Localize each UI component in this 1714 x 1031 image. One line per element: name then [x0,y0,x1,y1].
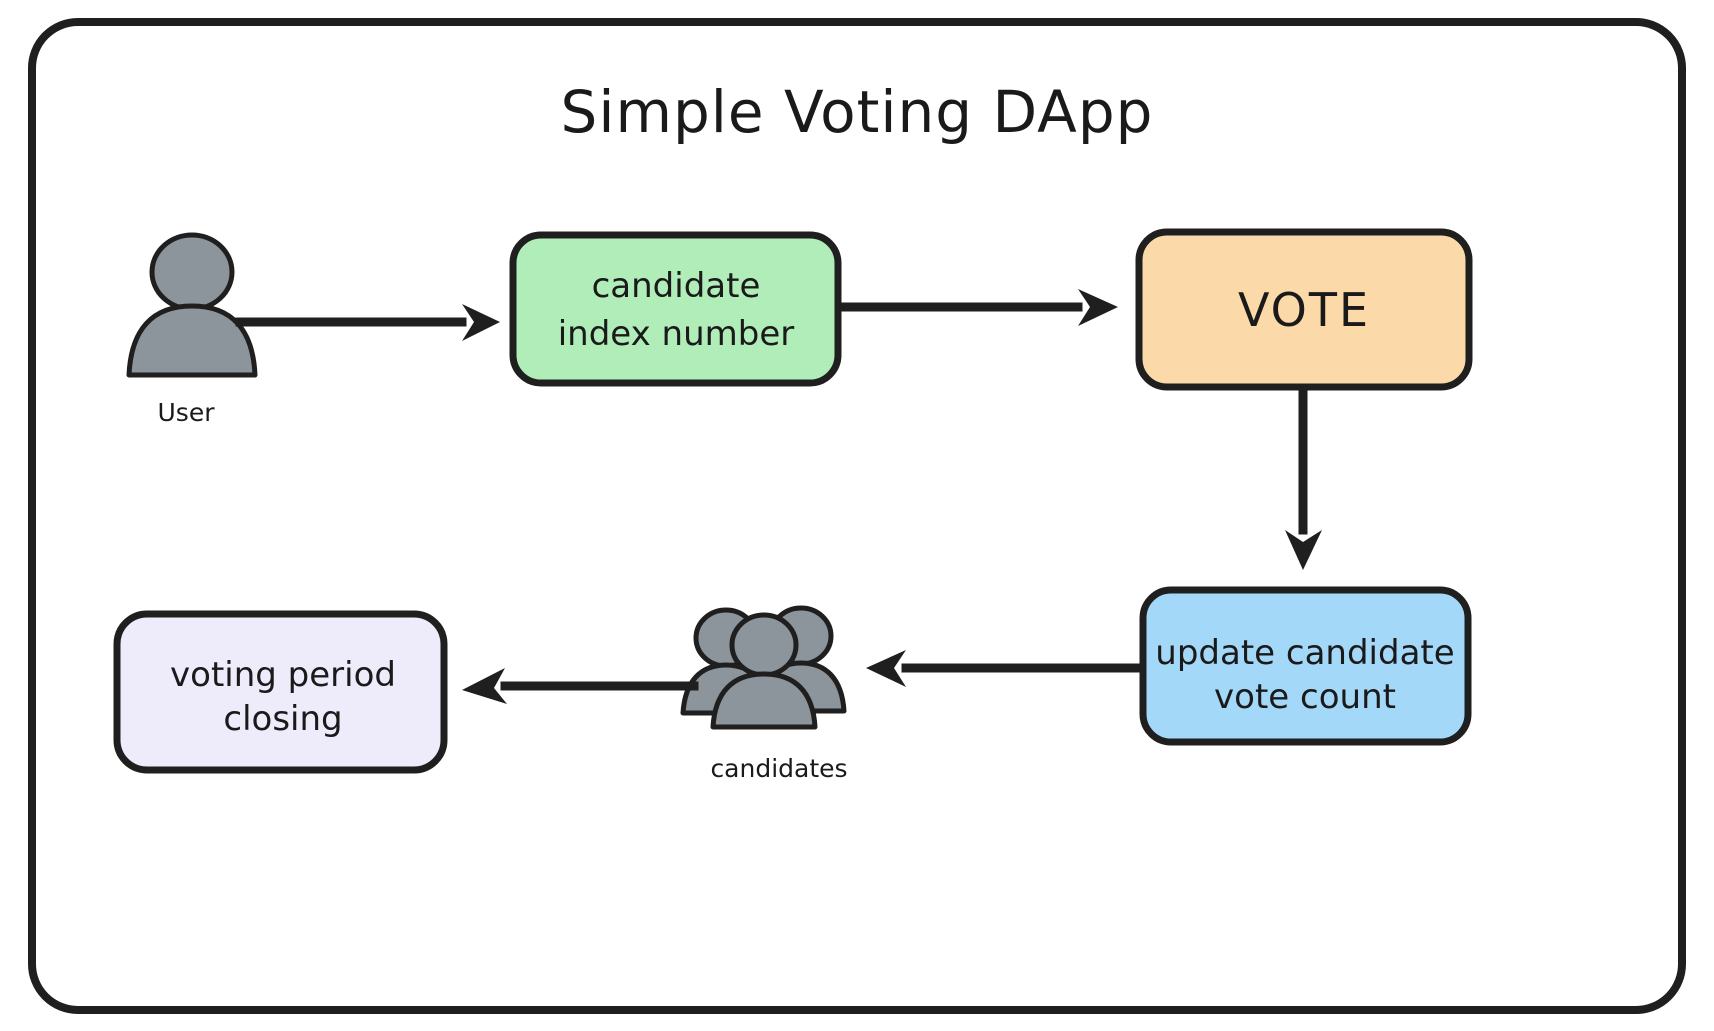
arrowhead-icon [866,650,906,687]
edge-candidates-to-voting-period-closing [462,668,699,704]
node-voting-period-closing-label-line1: voting period [170,655,396,695]
group-of-people-icon-head-center [729,612,799,678]
arrowhead-icon [1285,530,1322,570]
arrowhead-icon [462,668,507,704]
diagram-title: Simple Voting DApp [561,78,1154,146]
node-vote-box[interactable] [1135,228,1473,391]
node-voting-period-closing[interactable]: voting period closing [113,610,448,774]
node-candidate-index-box[interactable] [509,231,842,387]
arrowhead-icon [462,304,500,341]
user-icon-label: User [158,398,216,427]
node-candidate-index-label-line2: index number [558,314,795,354]
node-candidate-index-label-line1: candidate [592,266,761,306]
candidates-icon-label: candidates [710,754,847,783]
candidates-icon-group: candidates [680,605,848,783]
node-candidate-index[interactable]: candidate index number [509,231,842,387]
node-update-vote-count-label-line1: update candidate [1155,633,1454,673]
node-vote[interactable]: VOTE [1135,228,1473,391]
node-voting-period-closing-label-line2: closing [223,699,342,739]
group-of-people-icon-body-center [710,671,818,730]
node-update-vote-count-label-line2: vote count [1214,677,1396,717]
node-update-vote-count[interactable]: update candidate vote count [1139,586,1472,746]
node-voting-period-closing-box[interactable] [113,610,448,774]
node-vote-label: VOTE [1238,283,1370,337]
user-icon-group: User [126,232,258,427]
single-person-icon-body [126,303,258,378]
arrowhead-icon [1078,289,1118,326]
diagram-frame [28,18,1686,1014]
edge-vote-to-update-count [1285,387,1322,570]
edge-update-count-to-candidates [866,650,1145,687]
edge-candidate-index-to-vote [838,289,1118,326]
edge-user-to-candidate-index [235,304,500,341]
single-person-icon-head [149,232,235,312]
